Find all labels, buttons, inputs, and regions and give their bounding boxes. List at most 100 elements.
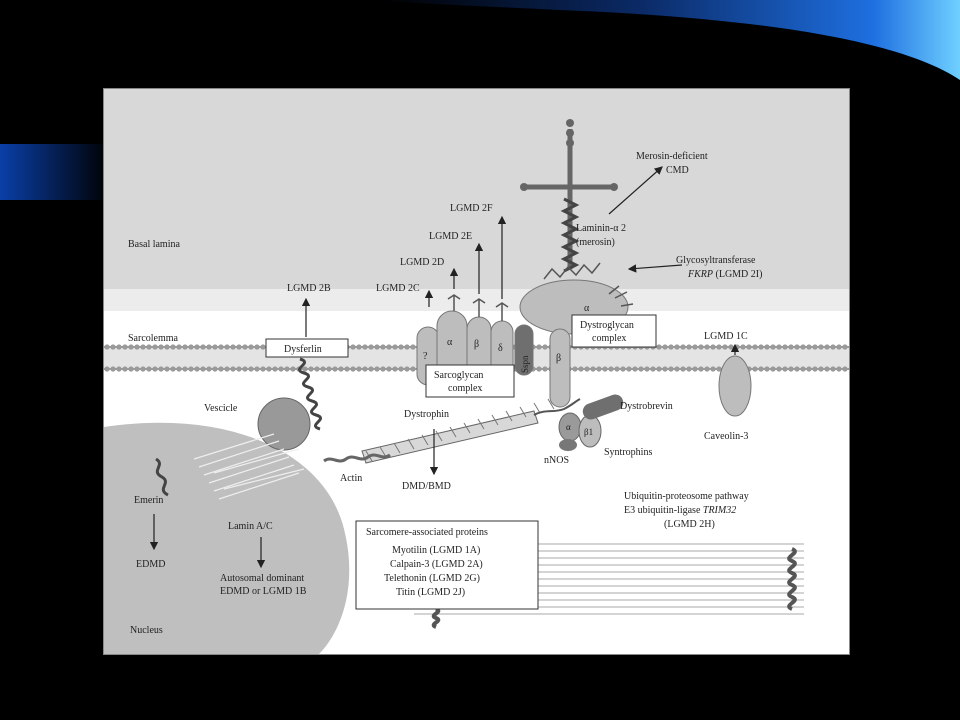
greek-delta-sgc: δ — [498, 343, 503, 354]
label-merosin-2: CMD — [666, 165, 689, 176]
lipid-head — [278, 366, 284, 372]
lipid-head — [254, 344, 260, 350]
lipid-head — [386, 366, 392, 372]
lipid-head — [110, 344, 116, 350]
actin-filament — [323, 453, 391, 463]
lipid-head — [140, 366, 146, 372]
lipid-head — [104, 344, 110, 350]
label-vescicle: Vescicle — [204, 403, 238, 414]
laminin-alpha2-structure — [520, 119, 618, 273]
greek-alpha-syn: α — [566, 422, 571, 432]
lipid-head — [260, 344, 266, 350]
lipid-head — [650, 366, 656, 372]
lipid-head — [572, 366, 578, 372]
lipid-head — [266, 366, 272, 372]
lipid-head — [806, 344, 812, 350]
label-lgmd-2b: LGMD 2B — [287, 283, 331, 294]
lipid-head — [314, 366, 320, 372]
lipid-head — [182, 366, 188, 372]
lipid-head — [686, 344, 692, 350]
lipid-head — [644, 366, 650, 372]
lipid-head — [764, 344, 770, 350]
lipid-head — [842, 344, 848, 350]
lipid-head — [176, 344, 182, 350]
label-laminin-1: Laminin-α 2 — [576, 223, 626, 234]
lipid-head — [236, 366, 242, 372]
ubiquitin-line-3: (LGMD 2H) — [664, 519, 715, 530]
label-dystrophin: Dystrophin — [404, 409, 449, 420]
lipid-head — [194, 344, 200, 350]
lipid-head — [608, 366, 614, 372]
label-lgmd-2c: LGMD 2C — [376, 283, 420, 294]
lipid-head — [728, 344, 734, 350]
greek-beta-sgc: β — [474, 339, 479, 350]
lipid-head — [536, 366, 542, 372]
lipid-head — [632, 366, 638, 372]
lipid-head — [752, 344, 758, 350]
lipid-head — [770, 344, 776, 350]
label-glyco-1: Glycosyltransferase — [676, 255, 756, 266]
lipid-head — [392, 366, 398, 372]
lipid-head — [794, 366, 800, 372]
lipid-head — [308, 366, 314, 372]
lipid-head — [242, 344, 248, 350]
lipid-head — [638, 366, 644, 372]
lipid-head — [404, 344, 410, 350]
lipid-head — [662, 366, 668, 372]
lipid-head — [206, 366, 212, 372]
lipid-head — [176, 366, 182, 372]
lipid-head — [656, 344, 662, 350]
lipid-head — [242, 366, 248, 372]
lipid-head — [404, 366, 410, 372]
lipid-head — [290, 366, 296, 372]
svg-text:E3 ubiquitin-ligase TRIM32: E3 ubiquitin-ligase TRIM32 — [624, 505, 736, 516]
lipid-head — [542, 366, 548, 372]
label-dystrobrevin: Dystrobrevin — [620, 401, 673, 412]
ubiquitin-line-2-gene: TRIM32 — [703, 505, 736, 516]
lipid-head — [800, 344, 806, 350]
lipid-head — [164, 344, 170, 350]
label-dysferlin: Dysferlin — [284, 344, 322, 355]
lipid-head — [596, 366, 602, 372]
lipid-head — [128, 366, 134, 372]
lipid-head — [614, 366, 620, 372]
lipid-head — [836, 366, 842, 372]
lipid-head — [842, 366, 848, 372]
arrow-glyco — [627, 264, 683, 273]
lipid-head — [134, 344, 140, 350]
lipid-head — [230, 366, 236, 372]
lipid-head — [800, 366, 806, 372]
lipid-head — [824, 366, 830, 372]
lipid-head — [578, 366, 584, 372]
sarcomere-item: Calpain-3 (LGMD 2A) — [390, 559, 483, 570]
dystrobrevin-protein — [582, 394, 624, 420]
label-nnos: nNOS — [544, 455, 569, 466]
arrow-merosin — [608, 166, 663, 215]
sarcomere-item: Telethonin (LGMD 2G) — [384, 573, 480, 584]
lipid-head — [230, 344, 236, 350]
lipid-head — [680, 344, 686, 350]
lipid-head — [344, 366, 350, 372]
lipid-head — [362, 366, 368, 372]
label-caveolin: Caveolin-3 — [704, 431, 748, 442]
label-dmd-bmd: DMD/BMD — [402, 481, 451, 492]
label-nucleus: Nucleus — [130, 625, 163, 636]
lipid-head — [704, 366, 710, 372]
lipid-head — [380, 344, 386, 350]
left-accent-bar — [0, 144, 110, 200]
lipid-head — [770, 366, 776, 372]
lipid-head — [776, 344, 782, 350]
label-sarcoglycan-1: Sarcoglycan — [434, 370, 483, 381]
label-glyco-fkrp: FKRP — [687, 269, 713, 280]
lipid-head — [410, 344, 416, 350]
lipid-head — [584, 366, 590, 372]
dysferlin-box — [265, 338, 349, 358]
lipid-head — [710, 344, 716, 350]
lipid-head — [782, 344, 788, 350]
lipid-head — [254, 366, 260, 372]
lipid-head — [140, 344, 146, 350]
label-sspn: Sspn — [520, 355, 530, 373]
lipid-head — [716, 366, 722, 372]
label-lgmd-2f: LGMD 2F — [450, 203, 493, 214]
lipid-head — [356, 344, 362, 350]
